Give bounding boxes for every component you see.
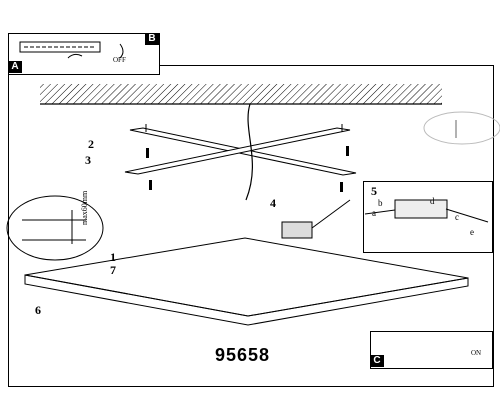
luminaire-panel — [24, 237, 469, 326]
model-number: 95658 — [215, 345, 271, 365]
screws — [146, 146, 349, 192]
panel-label-c: C — [370, 355, 384, 367]
connector-label-e: e — [470, 227, 474, 237]
power-cable — [245, 103, 253, 201]
switch-strip-off — [19, 41, 124, 59]
connector-label-d: d — [430, 196, 435, 206]
on-label: ON — [471, 349, 482, 357]
mounting-bracket — [124, 124, 357, 176]
step-2: 2 — [88, 137, 94, 151]
connector-block — [281, 199, 351, 239]
circle-magnifier-top — [423, 111, 500, 145]
connector-label-c: c — [455, 212, 459, 222]
instruction-frame — [8, 65, 494, 387]
ceiling — [40, 84, 442, 105]
panel-label-a: A — [8, 61, 22, 73]
panel-label-b: B — [145, 33, 159, 45]
step-7: 7 — [110, 263, 116, 277]
off-label: OFF — [113, 56, 126, 64]
wiring-diagram — [364, 199, 489, 223]
connector-label-a: a — [372, 208, 376, 218]
step-5: 5 — [371, 184, 377, 198]
step-6: 6 — [35, 303, 41, 317]
step-4: 4 — [270, 196, 276, 210]
connector-label-b: b — [378, 198, 383, 208]
step-1: 1 — [110, 250, 116, 264]
switch-on-panel — [370, 331, 493, 369]
max-depth-label: max60mm — [80, 190, 89, 225]
switch-off-panel — [8, 33, 160, 75]
depth-detail-circle — [6, 195, 104, 261]
step-3: 3 — [85, 153, 91, 167]
